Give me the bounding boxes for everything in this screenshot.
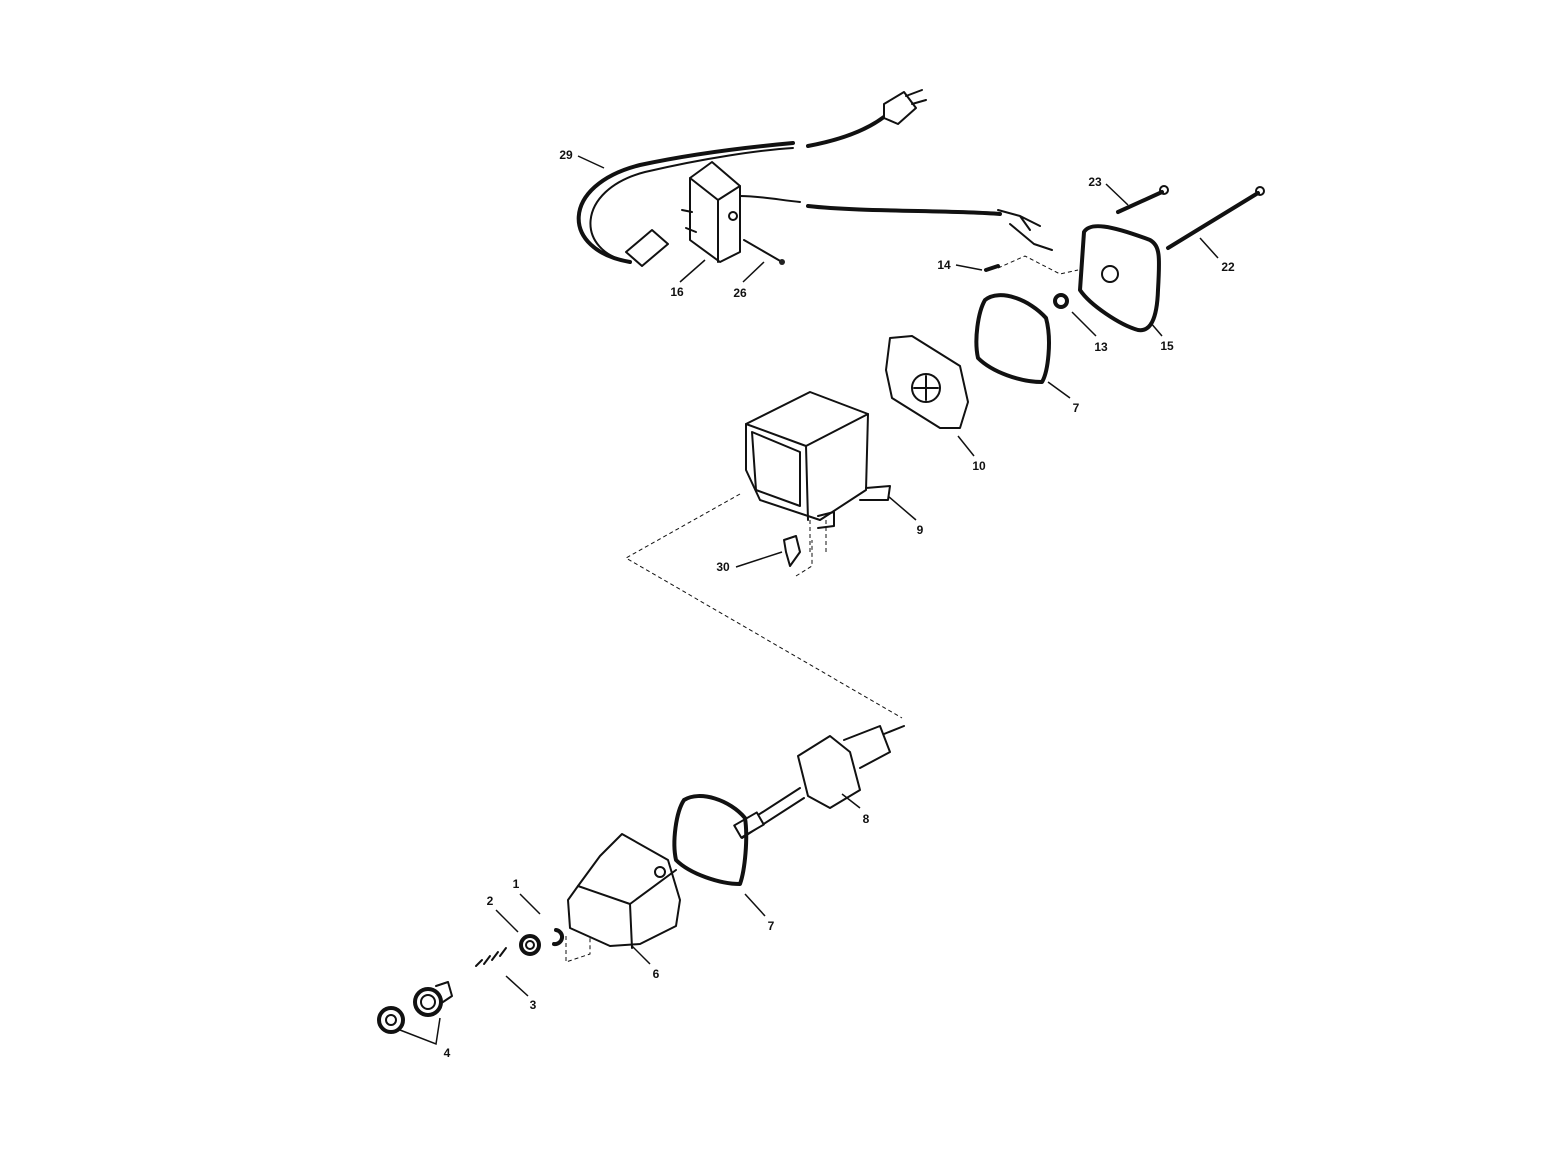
screw-26 [743,239,783,263]
brush-plate [885,335,969,429]
end-cap [1078,224,1161,333]
callout-23: 23 [1088,175,1102,189]
field-frame [745,391,891,529]
callout-13: 13 [1094,340,1108,354]
switch-box [681,161,741,263]
callout-30: 30 [716,560,730,574]
callout-8: 8 [862,812,870,826]
callout-7-lower: 7 [767,919,775,933]
drive-housing [567,833,681,949]
callout-26: 26 [733,286,747,300]
screw-30 [783,535,801,567]
callout-6: 6 [652,967,660,981]
callout-15: 15 [1160,339,1174,353]
bolt-22 [1166,191,1260,250]
callout-16: 16 [670,285,684,299]
spring-3 [475,947,507,967]
callout-14: 14 [937,258,951,272]
gasket-lower [672,794,749,886]
gasket-upper [974,293,1051,384]
leader-lines [399,155,1219,1046]
callout-1: 1 [512,877,520,891]
callout-29: 29 [559,148,573,162]
collar-2 [519,934,541,956]
callout-3: 3 [529,998,537,1012]
power-cord [576,89,1053,267]
callout-22: 22 [1221,260,1235,274]
pinion-4 [377,981,453,1034]
bolt-23 [1116,190,1164,214]
callout-7-upper: 7 [1072,401,1080,415]
callout-4: 4 [443,1046,451,1060]
callout-10: 10 [972,459,986,473]
screw-14 [984,264,1000,272]
armature [733,725,905,839]
washer-13 [1053,293,1069,309]
callout-2: 2 [486,894,494,908]
callout-9: 9 [916,523,924,537]
retaining-ring-1 [552,928,565,947]
